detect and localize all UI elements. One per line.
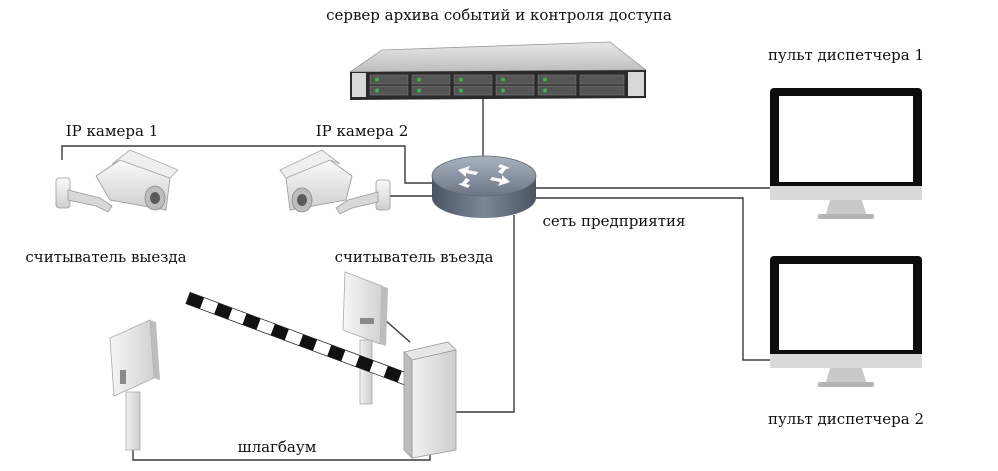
camera-2-label: IP камера 2 (316, 122, 409, 140)
barrier-arm-stripe (200, 297, 219, 315)
camera-1-label: IP камера 1 (66, 122, 159, 140)
exit-reader-icon (109, 319, 160, 451)
dispatcher-monitor-1-icon (770, 88, 922, 219)
barrier-arm-stripe (383, 365, 402, 383)
ip-camera-1-icon (55, 149, 179, 213)
barrier-arm-stripe (270, 323, 289, 341)
barrier-icon (185, 291, 457, 459)
server-icon (348, 41, 648, 100)
barrier-arm-stripe (341, 350, 360, 367)
barrier-arm-stripe (327, 344, 346, 362)
barrier-arm-stripe (355, 355, 374, 372)
entry-reader-icon (342, 271, 388, 405)
network-label: сеть предприятия (542, 212, 685, 230)
barrier-arm-stripe (256, 318, 275, 336)
barrier-arm-stripe (298, 334, 318, 351)
barrier-arm-stripe (369, 360, 388, 378)
barrier-arm-stripe (228, 308, 247, 325)
barrier-arm-stripe (242, 313, 261, 330)
exit-reader-label: считыватель выезда (25, 248, 186, 266)
console-2-label: пульт диспетчера 2 (768, 410, 924, 428)
barrier-label: шлагбаум (238, 438, 317, 456)
ip-camera-2-icon (279, 149, 391, 215)
router-icon (431, 155, 537, 218)
barrier-arm-stripe (313, 339, 332, 357)
console-1-label: пульт диспетчера 1 (768, 46, 924, 64)
barrier-arm-stripe (185, 292, 205, 309)
dispatcher-monitor-2-icon (770, 256, 922, 387)
barrier-arm-stripe (214, 302, 233, 320)
server-label: сервер архива событий и контроля доступа (326, 6, 672, 24)
entry-reader-label: считыватель въезда (335, 248, 494, 266)
barrier-arm-stripe (284, 329, 304, 346)
